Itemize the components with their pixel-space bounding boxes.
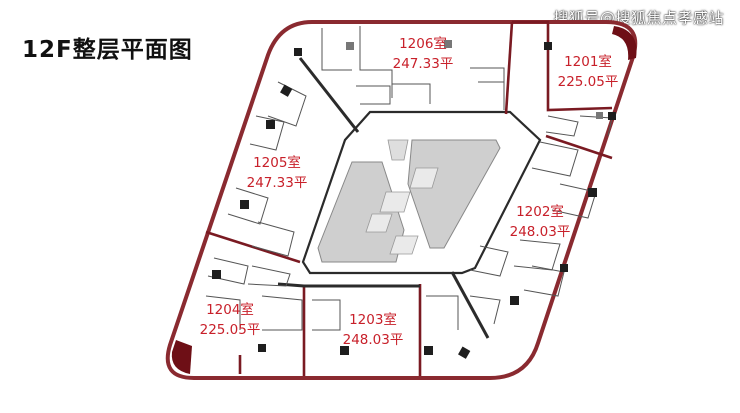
unit-1203-room: 1203室 [349, 311, 397, 328]
unit-1204-room: 1204室 [206, 301, 254, 318]
unit-labels: 1206室 247.33平 1201室 225.05平 1205室 247.33… [200, 35, 619, 348]
interior-partitions [205, 26, 613, 331]
central-core [301, 110, 542, 275]
corner-accent-bottom-left [171, 340, 192, 374]
unit-1203-area: 248.03平 [343, 332, 404, 348]
unit-1206-area: 247.33平 [393, 56, 454, 72]
major-walls [277, 57, 490, 339]
unit-1205-area: 247.33平 [247, 175, 308, 191]
unit-1205-room: 1205室 [253, 154, 301, 171]
unit-1206-room: 1206室 [399, 35, 447, 52]
structural-columns [212, 40, 616, 359]
page-title: 12F整层平面图 [22, 37, 193, 63]
unit-1201-area: 225.05平 [558, 74, 619, 90]
unit-1204-area: 225.05平 [200, 322, 261, 338]
unit-1202-area: 248.03平 [510, 224, 571, 240]
unit-boundaries [205, 20, 613, 376]
corner-accent-top-right [612, 26, 637, 60]
unit-1201-room: 1201室 [564, 53, 612, 70]
unit-1202-room: 1202室 [516, 203, 564, 220]
